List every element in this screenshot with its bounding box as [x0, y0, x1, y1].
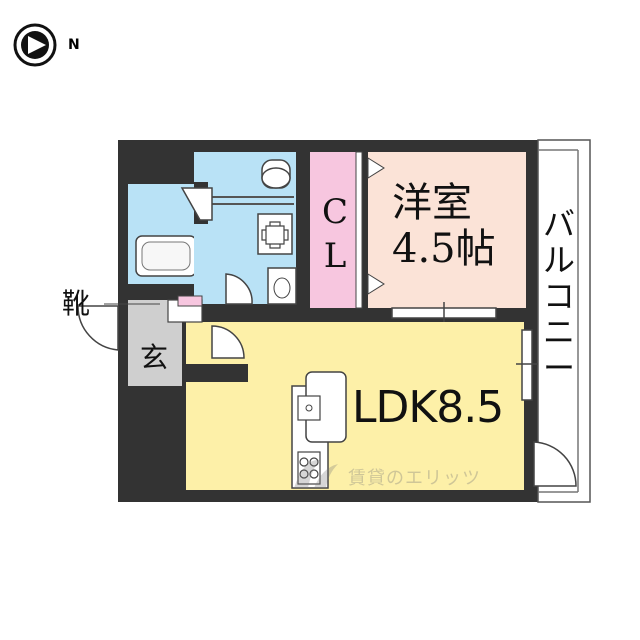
western-room-label: 洋室 4.5帖 — [392, 180, 512, 272]
ldk-door — [211, 325, 245, 359]
balcony-char-1: バ — [542, 205, 575, 243]
western-room-size: 4.5帖 — [392, 226, 496, 272]
closet-letter-c: C — [321, 192, 348, 232]
balcony-char-4: ニ — [542, 313, 575, 351]
ldk-label: LDK8.5 — [352, 382, 504, 433]
balcony-char-2: ル — [542, 241, 575, 279]
watermark: 賃貸のエリッツ — [290, 454, 530, 494]
compass-direction: N — [68, 37, 80, 53]
closet-letter-l: L — [323, 236, 347, 276]
entrance-label: 玄 — [140, 341, 169, 374]
shoe-storage-label: 靴 — [62, 287, 91, 320]
balcony-area — [537, 139, 591, 503]
bath-door — [225, 273, 253, 305]
kitchen-sink — [297, 395, 321, 421]
ldk-window — [521, 329, 533, 401]
balcony-char-5: ー — [542, 349, 575, 387]
balcony-label: バ ル コ ニ ー — [542, 206, 576, 386]
western-room-floor — [368, 152, 526, 308]
western-room-name: 洋室 — [392, 180, 472, 226]
stove — [297, 451, 321, 485]
entrance-door — [77, 305, 119, 351]
ldk-inner-wall — [176, 364, 248, 382]
closet-label: C L — [312, 190, 358, 278]
balcony-door — [533, 441, 577, 487]
closet-floor — [310, 152, 360, 308]
balcony-char-3: コ — [542, 277, 575, 315]
compass: N — [12, 22, 92, 67]
watermark-text: 賃貸のエリッツ — [348, 468, 481, 489]
toilet-bowl — [261, 167, 291, 189]
watermark-logo-icon — [294, 459, 338, 488]
north-arrow-icon — [13, 23, 57, 67]
